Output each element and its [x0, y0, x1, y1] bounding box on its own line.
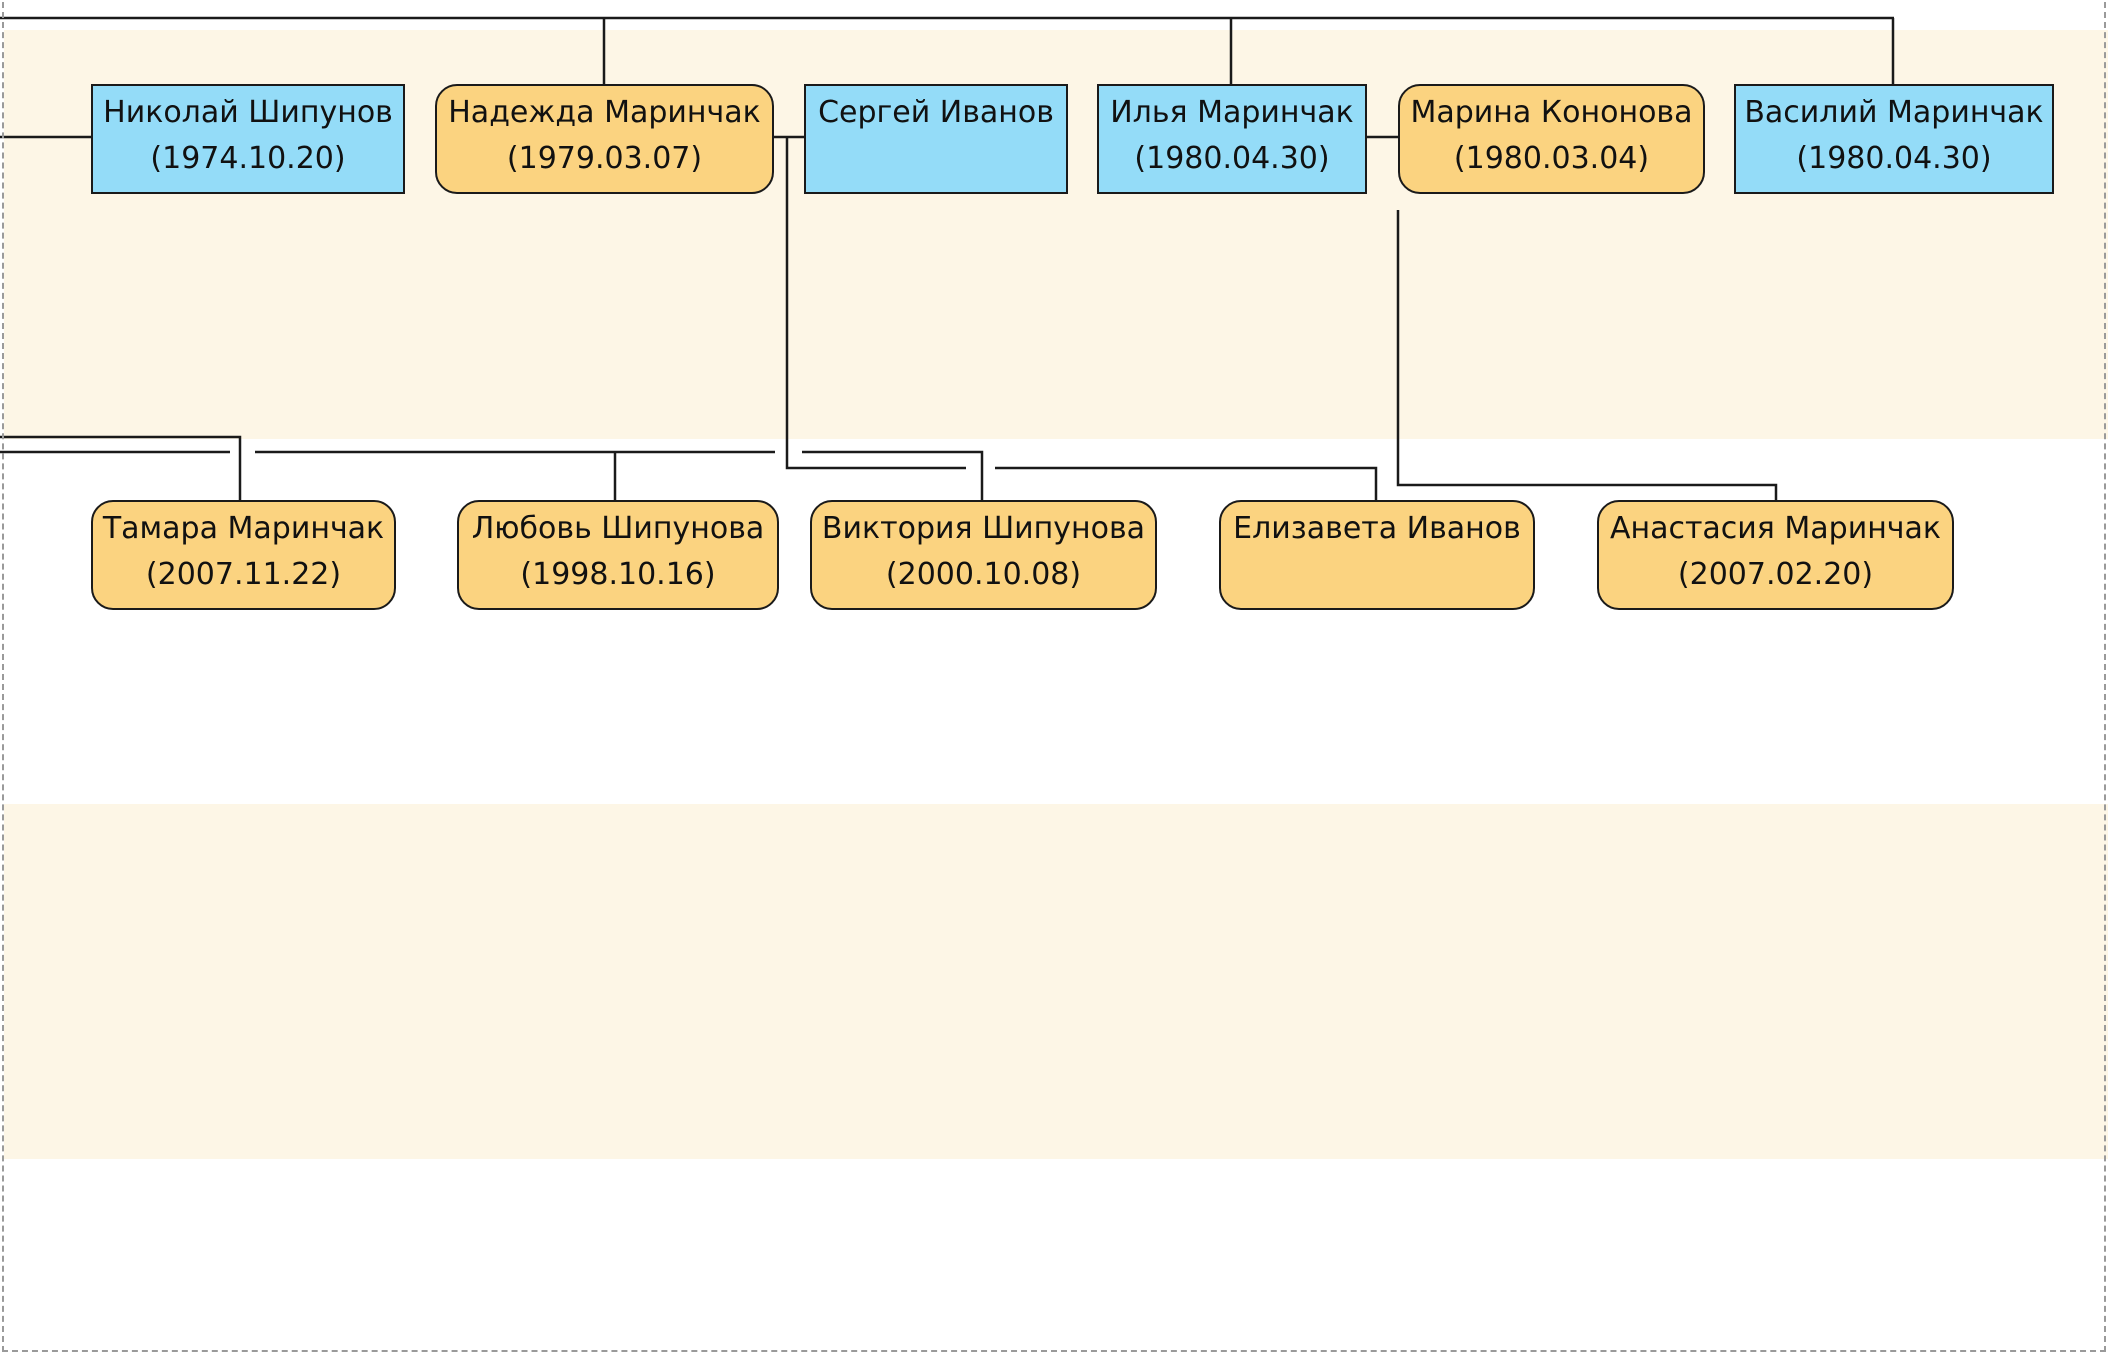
person-birth-date: (1979.03.07) [506, 141, 703, 176]
person-card[interactable]: Любовь Шипунова (1998.10.16) [457, 500, 779, 610]
person-birth-date: (2007.11.22) [145, 557, 342, 592]
person-name: Виктория Шипунова [821, 511, 1146, 546]
person-card[interactable]: Сергей Иванов [804, 84, 1068, 194]
person-name: Елизавета Иванов [1233, 511, 1521, 546]
person-name: Марина Кононова [1410, 95, 1693, 130]
person-card[interactable]: Василий Маринчак (1980.04.30) [1734, 84, 2054, 194]
person-birth-date: (2000.10.08) [885, 557, 1082, 592]
person-card[interactable]: Виктория Шипунова (2000.10.08) [810, 500, 1157, 610]
person-birth-date: (2007.02.20) [1677, 557, 1874, 592]
person-birth-date: (1998.10.16) [520, 557, 716, 592]
person-card[interactable]: Илья Маринчак (1980.04.30) [1097, 84, 1367, 194]
connector-line [802, 450, 984, 500]
person-name: Сергей Иванов [818, 95, 1054, 130]
person-card[interactable]: Тамара Маринчак (2007.11.22) [91, 500, 396, 610]
connector-line [785, 137, 966, 470]
person-birth-date: (1980.03.04) [1453, 141, 1650, 176]
person-name: Илья Маринчак [1110, 95, 1354, 130]
generation-band [4, 804, 2108, 1159]
person-birth-date: (1980.04.30) [1134, 141, 1330, 176]
connector-line [995, 466, 1378, 500]
person-name: Надежда Маринчак [448, 95, 761, 130]
connector-line [1396, 210, 1778, 500]
connector-line [0, 435, 242, 500]
person-birth-date: (1974.10.20) [150, 141, 346, 176]
person-card[interactable]: Анастасия Маринчак (2007.02.20) [1597, 500, 1954, 610]
person-name: Тамара Маринчак [102, 511, 385, 546]
person-name: Николай Шипунов [103, 95, 393, 130]
person-name: Анастасия Маринчак [1609, 511, 1942, 546]
person-name: Василий Маринчак [1744, 95, 2044, 130]
person-card[interactable]: Марина Кононова (1980.03.04) [1398, 84, 1705, 194]
person-birth-date: (1980.04.30) [1796, 141, 1992, 176]
person-card[interactable]: Николай Шипунов (1974.10.20) [91, 84, 405, 194]
person-card[interactable]: Надежда Маринчак (1979.03.07) [435, 84, 774, 194]
person-name: Любовь Шипунова [471, 511, 765, 546]
person-card[interactable]: Елизавета Иванов [1219, 500, 1535, 610]
